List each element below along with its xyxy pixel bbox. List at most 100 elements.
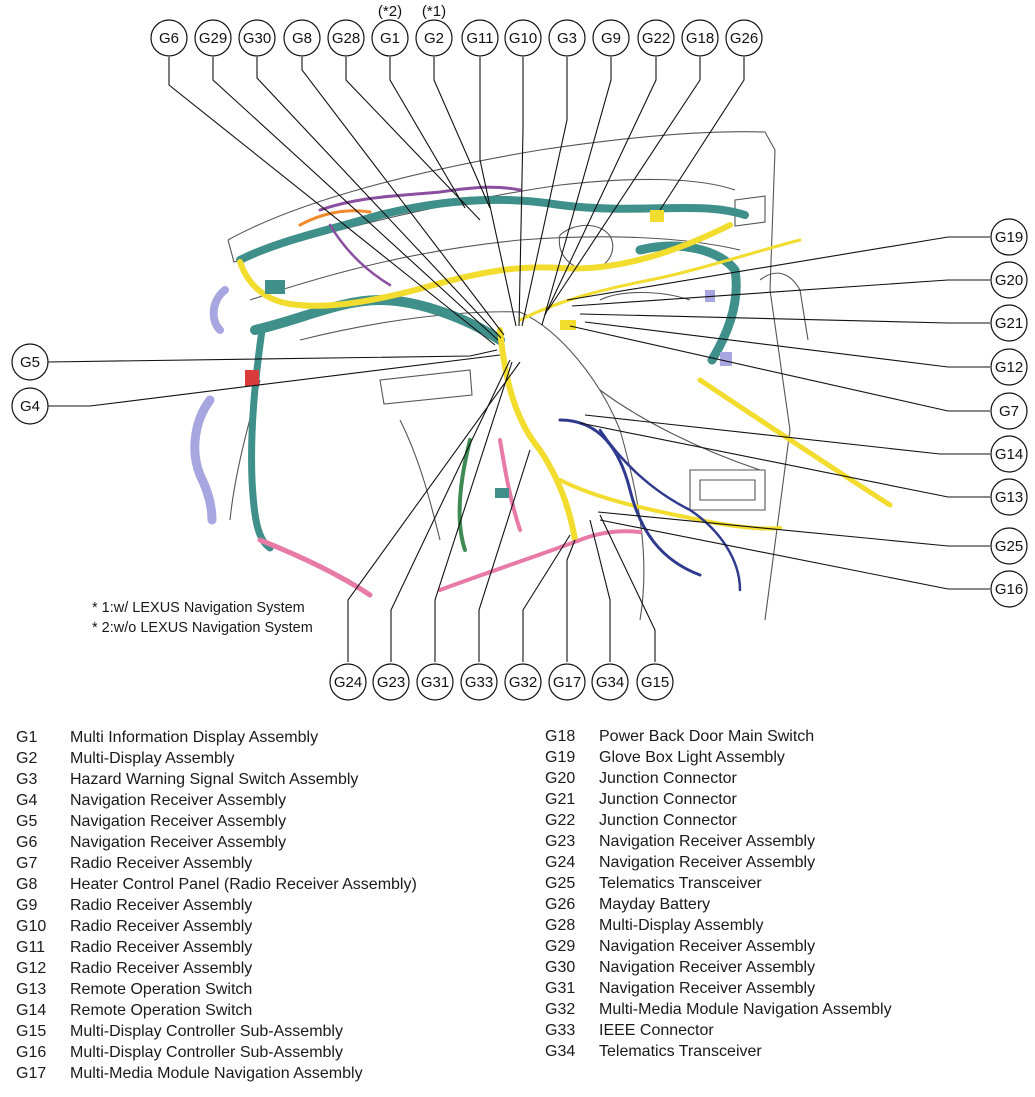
legend-code: G11	[16, 939, 46, 956]
legend-name: Navigation Receiver Assembly	[70, 813, 287, 830]
legend-name: Radio Receiver Assembly	[70, 897, 253, 914]
legend-name: Glove Box Light Assembly	[599, 749, 785, 766]
legend-code: G9	[16, 897, 38, 914]
legend-code: G6	[16, 834, 38, 851]
callout-label: G13	[995, 489, 1023, 506]
callout-g13: G13	[990, 478, 1028, 516]
legend-row: G11 Radio Receiver Assembly	[16, 937, 417, 958]
callout-label: G10	[509, 30, 537, 47]
legend-code: G7	[16, 855, 38, 872]
callout-label: G17	[553, 674, 581, 691]
legend-row: G30 Navigation Receiver Assembly	[545, 957, 892, 978]
callout-label: G5	[20, 354, 40, 371]
callout-label: G33	[465, 674, 493, 691]
legend-name: Radio Receiver Assembly	[70, 939, 253, 956]
callout-label: G32	[509, 674, 537, 691]
legend-code: G24	[545, 854, 576, 871]
callout-label: G29	[199, 30, 227, 47]
legend-code: G17	[16, 1065, 47, 1082]
legend-name: Heater Control Panel (Radio Receiver Ass…	[70, 876, 417, 893]
footnote-2: * 2:w/o LEXUS Navigation System	[92, 620, 313, 636]
callout-label: G1	[380, 30, 400, 47]
legend-code: G25	[545, 875, 576, 892]
callout-g26: G26	[725, 19, 763, 57]
legend-row: G18 Power Back Door Main Switch	[545, 726, 892, 747]
legend-name: Remote Operation Switch	[70, 981, 253, 998]
footnote-1: * 1:w/ LEXUS Navigation System	[92, 600, 305, 616]
callout-g22: G22	[637, 19, 675, 57]
callout-label: G14	[995, 446, 1023, 463]
wiring-harness-diagram: G6 G29 G30 G8 G28 G1(*2) G2(*1) G11 G10 …	[11, 3, 1028, 701]
callout-g21: G21	[990, 304, 1028, 342]
legend-code: G21	[545, 791, 576, 808]
legend-code: G18	[545, 728, 576, 745]
legend-name: Multi-Media Module Navigation Assembly	[599, 1001, 892, 1018]
callout-g7: G7	[990, 392, 1028, 430]
harness-bundles	[190, 185, 893, 598]
callout-label: G7	[999, 403, 1019, 420]
legend-name: Remote Operation Switch	[70, 1002, 253, 1019]
legend-name: Radio Receiver Assembly	[70, 960, 253, 977]
legend-code: G19	[545, 749, 576, 766]
legend-name: Navigation Receiver Assembly	[70, 792, 287, 809]
legend-row: G9 Radio Receiver Assembly	[16, 895, 417, 916]
legend-row: G4 Navigation Receiver Assembly	[16, 790, 417, 811]
callout-label: G4	[20, 398, 40, 415]
callout-label: G25	[995, 538, 1023, 555]
callout-g23: G23	[372, 663, 410, 701]
callout-g9: G9	[592, 19, 630, 57]
legend-row: G21 Junction Connector	[545, 789, 892, 810]
callout-label: G24	[334, 674, 362, 691]
callout-label: G28	[332, 30, 360, 47]
dashboard-outline	[227, 131, 809, 621]
callout-footnote-mark: (*1)	[422, 3, 446, 20]
callout-label: G9	[601, 30, 621, 47]
legend-code: G29	[545, 938, 576, 955]
legend-name: Multi-Display Assembly	[70, 750, 235, 767]
legend-code: G31	[545, 980, 576, 997]
callout-g11: G11	[461, 19, 499, 57]
legend-name: Junction Connector	[599, 791, 737, 808]
legend-code: G22	[545, 812, 576, 829]
callout-label: G2	[424, 30, 444, 47]
legend-name: Navigation Receiver Assembly	[599, 959, 816, 976]
legend-code: G33	[545, 1022, 576, 1039]
legend-code: G8	[16, 876, 38, 893]
legend-name: Junction Connector	[599, 812, 737, 829]
callout-label: G15	[641, 674, 669, 691]
legend-name: Multi Information Display Assembly	[70, 729, 319, 746]
callout-g30: G30	[238, 19, 276, 57]
callout-g10: G10	[504, 19, 542, 57]
callout-g1: G1(*2)	[371, 3, 409, 57]
legend-code: G16	[16, 1044, 47, 1061]
callout-label: G23	[377, 674, 405, 691]
callout-label: G20	[995, 272, 1023, 289]
legend-row: G16 Multi-Display Controller Sub-Assembly	[16, 1042, 417, 1063]
callout-label: G11	[466, 30, 493, 47]
callout-g24: G24	[329, 663, 367, 701]
callout-label: G34	[596, 674, 624, 691]
legend-name: Hazard Warning Signal Switch Assembly	[70, 771, 359, 788]
legend-name: Navigation Receiver Assembly	[599, 854, 816, 871]
legend-name: Radio Receiver Assembly	[70, 855, 253, 872]
callout-g5: G5	[11, 343, 49, 381]
legend-code: G30	[545, 959, 576, 976]
callout-g15: G15	[636, 663, 674, 701]
legend-code: G4	[16, 792, 38, 809]
legend-name: Multi-Display Controller Sub-Assembly	[70, 1044, 343, 1061]
legend-name: Power Back Door Main Switch	[599, 728, 815, 745]
